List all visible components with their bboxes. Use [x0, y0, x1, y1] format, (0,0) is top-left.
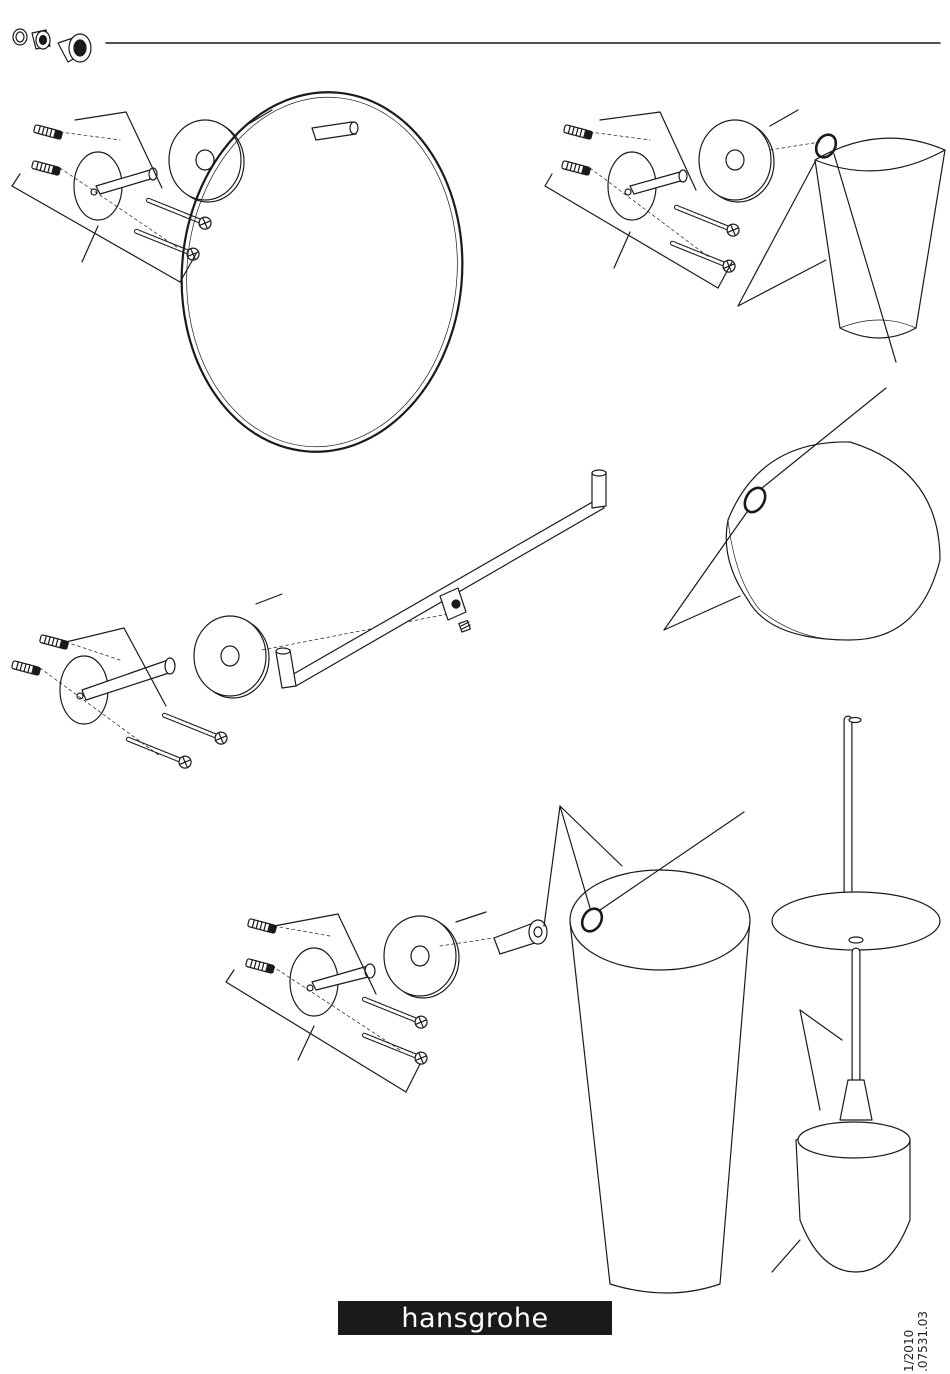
wall-plate-icon — [608, 152, 687, 220]
cover-rosette-icon — [169, 120, 244, 202]
screw-icon — [126, 710, 229, 770]
lid — [664, 388, 940, 640]
spare-parts-icon — [13, 29, 91, 62]
screw-icon — [134, 195, 213, 262]
document-footer: 1/2010 .07531.03 — [902, 1292, 930, 1372]
dowel-icon — [11, 635, 68, 676]
glass-holder — [545, 110, 945, 362]
document-date: 1/2010 — [902, 1292, 916, 1372]
towel-bar — [11, 470, 606, 770]
toilet-brush-holder — [226, 718, 940, 1294]
brand-logo: hansgrohe — [338, 1301, 612, 1335]
cover-rosette-icon — [699, 120, 774, 202]
dowel-icon — [245, 919, 276, 974]
screw-icon — [362, 994, 429, 1066]
screw-icon — [670, 202, 741, 274]
cover-rosette-icon — [384, 916, 459, 998]
cover-rosette-icon — [194, 616, 269, 698]
document-number: .07531.03 — [916, 1292, 930, 1372]
towel-ring — [12, 80, 477, 463]
dowel-icon — [561, 125, 592, 176]
dowel-icon — [31, 125, 62, 176]
